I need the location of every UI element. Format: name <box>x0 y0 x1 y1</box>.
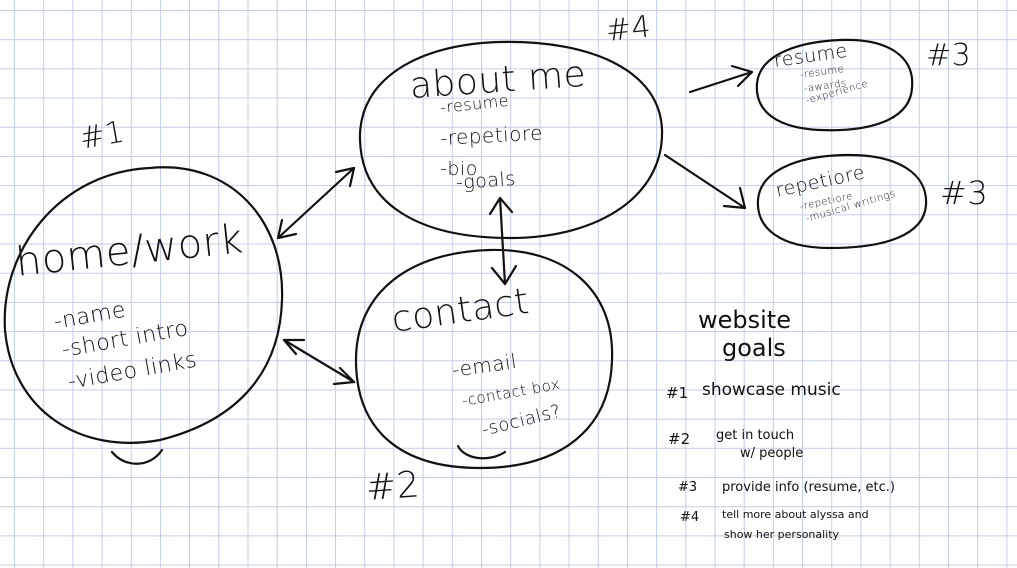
home-bubble <box>3 166 284 444</box>
goal-2-text: get in touch <box>716 428 795 443</box>
home-bubble-tail <box>110 448 164 465</box>
resume-number: #3 <box>926 38 972 73</box>
goal-1-number: #1 <box>666 384 689 402</box>
goal-1-text: showcase music <box>702 380 841 400</box>
repetiore-number: #3 <box>940 174 989 212</box>
goal-4-number: #4 <box>680 510 700 525</box>
contact-bubble-tail <box>456 444 507 460</box>
about-item-goals: -goals <box>455 167 517 194</box>
goal-3-number: #3 <box>678 480 698 495</box>
contact-bubble <box>354 248 614 470</box>
arrow-home-about <box>276 166 356 240</box>
goals-heading-line1: website <box>698 306 791 334</box>
goals-heading-line2: goals <box>722 334 786 362</box>
goal-2-text-line2: w/ people <box>740 446 804 461</box>
goal-4-text: tell more about alyssa and <box>722 508 869 521</box>
about-item-bio: -bio <box>440 158 478 180</box>
arrow-about-repetiore <box>663 153 747 210</box>
goal-3-text: provide info (resume, etc.) <box>722 480 895 495</box>
arrow-home-contact <box>282 338 356 386</box>
about-number: #4 <box>604 9 653 49</box>
arrow-about-contact <box>488 196 518 286</box>
repetiore-bubble <box>756 153 928 250</box>
contact-number: #2 <box>364 464 422 509</box>
resume-bubble <box>755 38 914 132</box>
goal-4-text-line2: show her personality <box>724 528 840 541</box>
about-bubble <box>358 40 664 240</box>
arrow-about-resume <box>688 64 754 94</box>
goal-2-number: #2 <box>668 430 691 448</box>
